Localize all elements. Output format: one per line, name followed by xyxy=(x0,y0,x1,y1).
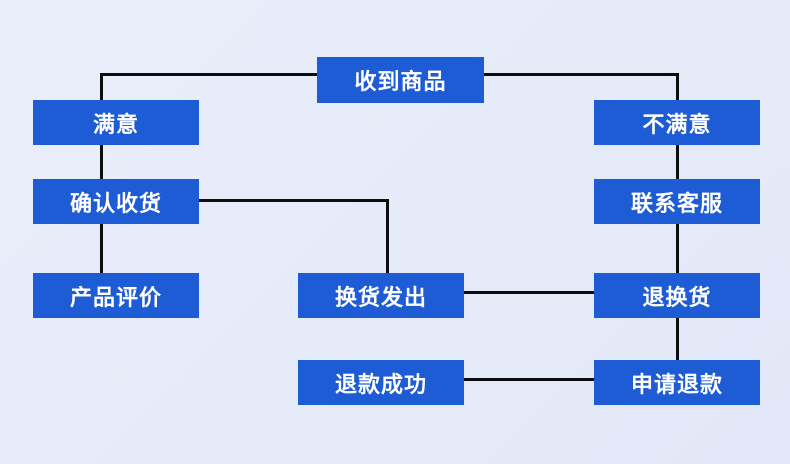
connector-refund-success-to-apply-refund xyxy=(464,378,594,381)
connector-confirm-to-exchange-horizontal xyxy=(199,199,389,202)
flow-node-confirm-receipt: 确认收货 xyxy=(33,179,199,224)
flow-node-contact-support: 联系客服 xyxy=(594,179,760,224)
flow-node-receive-goods: 收到商品 xyxy=(317,57,484,103)
flow-node-product-review: 产品评价 xyxy=(33,273,199,318)
connector-receive-to-unsatisfied-vertical xyxy=(676,73,679,103)
connector-satisfied-to-confirm xyxy=(100,145,103,179)
flow-node-apply-refund: 申请退款 xyxy=(594,360,760,405)
flow-node-satisfied: 满意 xyxy=(33,100,199,145)
connector-confirm-to-exchange-vertical xyxy=(386,199,389,273)
connector-receive-to-satisfied-horizontal xyxy=(100,73,317,76)
connector-return-to-apply-refund xyxy=(676,318,679,360)
connector-contact-to-return xyxy=(676,224,679,273)
flow-node-refund-success: 退款成功 xyxy=(298,360,464,405)
connector-receive-to-unsatisfied-horizontal xyxy=(484,73,679,76)
connector-receive-to-satisfied-vertical xyxy=(100,73,103,103)
flow-node-exchange-shipped: 换货发出 xyxy=(298,273,464,318)
connector-exchange-to-return xyxy=(464,291,594,294)
connector-confirm-to-review xyxy=(100,224,103,273)
flow-node-unsatisfied: 不满意 xyxy=(594,100,760,145)
connector-unsatisfied-to-contact xyxy=(676,145,679,179)
flow-node-return-exchange: 退换货 xyxy=(594,273,760,318)
